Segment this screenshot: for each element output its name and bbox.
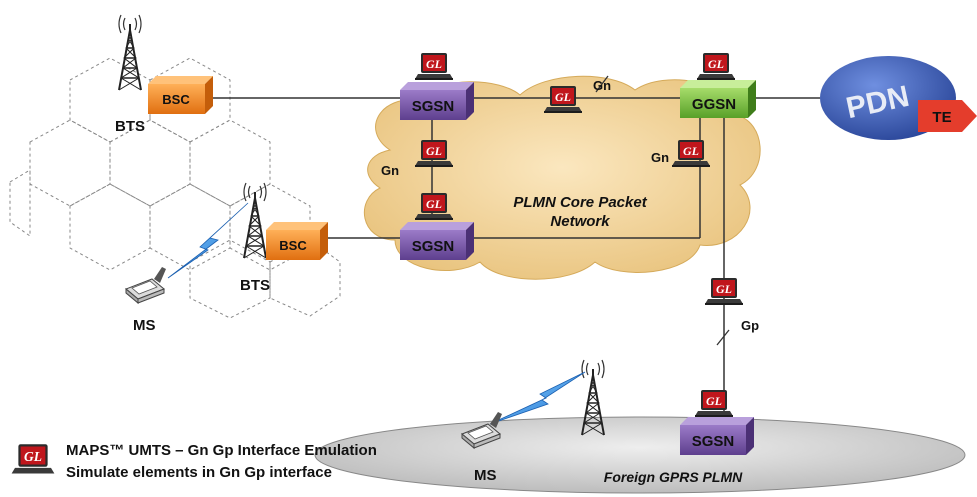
- ms-bottom-label: MS: [474, 467, 497, 484]
- gl-logo-text: GL: [24, 449, 42, 464]
- gn-left-label: Gn: [381, 163, 399, 178]
- ms-left-label: MS: [133, 317, 156, 334]
- bsc-top-label: BSC: [162, 92, 190, 107]
- ggsn-label: GGSN: [692, 96, 736, 113]
- gl-laptop-sgsn-foreign: [695, 390, 733, 417]
- bsc-top: BSC: [148, 76, 213, 114]
- te-terminal: TE: [918, 100, 977, 132]
- bts-bottom-label: BTS: [240, 277, 270, 294]
- sgsn-top: SGSN: [400, 82, 474, 120]
- ggsn: GGSN: [680, 80, 756, 118]
- gl-logo-icon: GL: [11, 444, 55, 474]
- bts-tower-top: [118, 14, 142, 91]
- legend-line-1: MAPS™ UMTS – Gn Gp Interface Emulation: [66, 442, 377, 459]
- gl-laptop-gp: [705, 278, 743, 305]
- sgsn-top-label: SGSN: [412, 98, 455, 115]
- sgsn-middle: SGSN: [400, 222, 474, 260]
- radio-link-foreign: [489, 371, 586, 425]
- bts-top-label: BTS: [115, 118, 145, 135]
- gl-laptop-ggsn: [697, 53, 735, 80]
- core-cloud-label-1: PLMN Core Packet: [513, 194, 647, 211]
- foreign-cloud-label: Foreign GPRS PLMN: [604, 469, 743, 485]
- sgsn-foreign: SGSN: [680, 417, 754, 455]
- gn-right-label: Gn: [651, 150, 669, 165]
- gp-label: Gp: [741, 318, 759, 333]
- bsc-bottom-label: BSC: [279, 238, 307, 253]
- bts-tower-bottom: [243, 182, 267, 259]
- te-label: TE: [932, 109, 951, 126]
- radio-link-left: [167, 202, 249, 279]
- gn-top-label: Gn: [593, 78, 611, 93]
- bts-tower-foreign: [581, 359, 605, 436]
- gl-laptop-sgsn-top: [415, 53, 453, 80]
- sgsn-foreign-label: SGSN: [692, 433, 735, 450]
- legend-line-2: Simulate elements in Gn Gp interface: [66, 464, 332, 481]
- sgsn-middle-label: SGSN: [412, 238, 455, 255]
- ms-phone-left: [125, 266, 167, 304]
- legend: GL MAPS™ UMTS – Gn Gp Interface Emulatio…: [8, 440, 478, 490]
- core-cloud-label-2: Network: [550, 213, 610, 230]
- bsc-bottom: BSC: [266, 222, 328, 260]
